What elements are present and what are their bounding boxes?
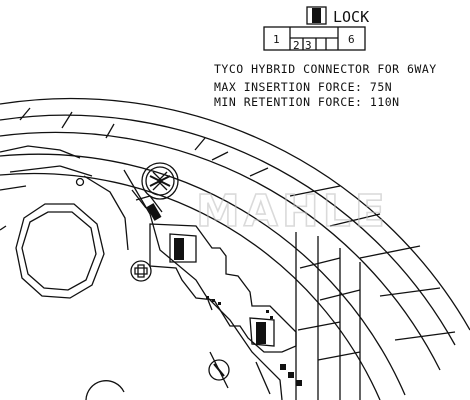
note-line-2: MAX INSERTION FORCE: 75N (214, 80, 392, 94)
lock-tab (306, 6, 327, 25)
connector-housing (123, 169, 302, 400)
connector-key-diagram (263, 6, 366, 51)
housing-ribs (295, 232, 361, 400)
hole-small (75, 177, 85, 187)
screw-left (130, 260, 152, 282)
pin-label-6: 6 (348, 33, 355, 46)
note-line-1: TYCO HYBRID CONNECTOR FOR 6WAY (214, 62, 437, 76)
hex-nut (15, 203, 105, 299)
arc-bottom-left (85, 380, 125, 400)
lock-label: LOCK (333, 8, 369, 26)
pin-label-1: 1 (273, 33, 280, 46)
pin-label-3: 3 (305, 39, 312, 52)
lock-tab-fill (312, 8, 321, 23)
connector-outline (263, 26, 366, 51)
screw-top (141, 162, 179, 200)
note-line-3: MIN RETENTION FORCE: 110N (214, 95, 400, 109)
watermark-text: MAHLE (196, 186, 389, 237)
housing-outline (0, 97, 470, 400)
pin-label-2: 2 (293, 39, 300, 52)
